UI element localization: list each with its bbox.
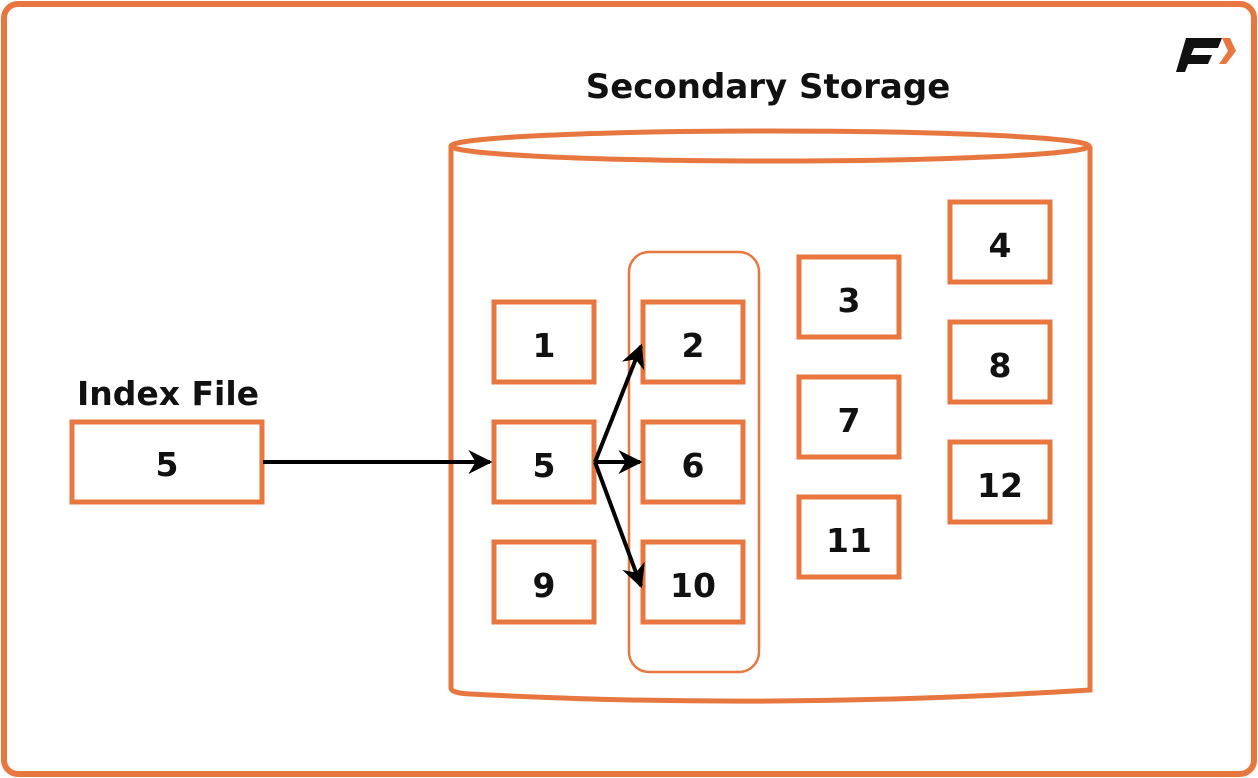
block-value: 2	[682, 326, 705, 365]
storage-block-9[interactable]: 9	[491, 539, 597, 625]
storage-block-12[interactable]: 12	[947, 439, 1053, 525]
storage-block-10[interactable]: 10	[640, 539, 746, 625]
storage-block-6[interactable]: 6	[640, 419, 746, 505]
storage-block-3[interactable]: 3	[796, 254, 902, 340]
block-box	[947, 199, 1053, 285]
storage-block-4[interactable]: 4	[947, 199, 1053, 285]
block-value: 12	[977, 466, 1023, 505]
arrow-5-to-2	[593, 343, 645, 463]
block-box	[796, 374, 902, 460]
block-box	[491, 419, 597, 505]
block-box	[796, 254, 902, 340]
block-value: 10	[670, 566, 716, 605]
storage-block-8[interactable]: 8	[947, 319, 1053, 405]
block-box	[640, 419, 746, 505]
storage-block-7[interactable]: 7	[796, 374, 902, 460]
storage-block-11[interactable]: 11	[796, 494, 902, 580]
block-box	[796, 494, 902, 580]
storage-block-2[interactable]: 2	[640, 299, 746, 385]
block-value: 8	[989, 346, 1012, 385]
block-box	[491, 299, 597, 385]
block-box	[947, 439, 1053, 525]
block-box	[640, 299, 746, 385]
arrow-5-to-10	[593, 461, 645, 589]
block-value: 6	[682, 446, 705, 485]
storage-title: Secondary Storage	[586, 67, 951, 107]
index-file-label: Index File	[77, 374, 259, 413]
block-box	[947, 319, 1053, 405]
block-value: 9	[533, 566, 556, 605]
block-box	[491, 539, 597, 625]
block-value: 1	[533, 326, 556, 365]
index-file-value: 5	[156, 445, 179, 484]
block-value: 3	[838, 281, 861, 320]
storage-block-5[interactable]: 5	[491, 419, 597, 505]
storage-block-1[interactable]: 1	[491, 299, 597, 385]
block-value: 5	[533, 446, 556, 485]
block-value: 4	[989, 226, 1012, 265]
pointer-arrows	[263, 343, 645, 589]
block-value: 11	[826, 521, 872, 560]
index-file-box[interactable]: 5	[69, 419, 265, 505]
block-value: 7	[838, 401, 861, 440]
secondary-storage-cylinder	[448, 128, 1093, 704]
brand-f-arrow-icon	[1176, 38, 1236, 72]
